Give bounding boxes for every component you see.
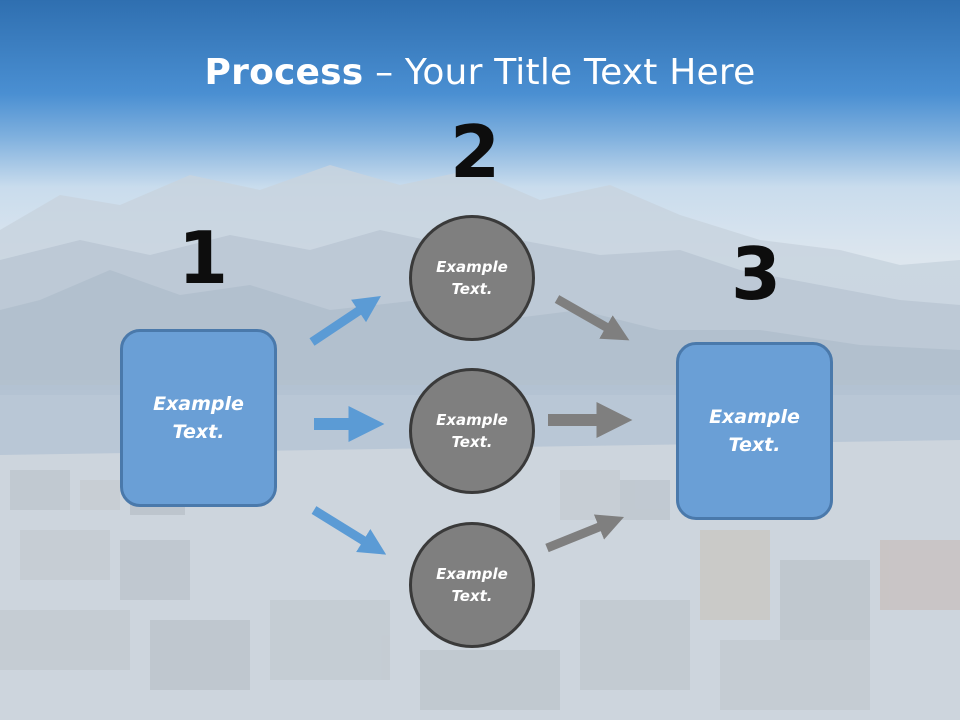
slide-title: Process – Your Title Text Here (0, 52, 960, 93)
circle-middle-text: Example Text. (436, 410, 508, 452)
arrow-from-circle-bottom (545, 514, 625, 553)
title-rest: – Your Title Text Here (363, 52, 756, 93)
arrow-to-circle-top (309, 296, 381, 346)
circle-bottom: Example Text. (409, 522, 535, 648)
step-number-3: 3 (731, 232, 782, 316)
arrow-from-circle-top (554, 295, 630, 341)
arrow-to-circle-bottom (311, 506, 387, 555)
circle-top: Example Text. (409, 215, 535, 341)
circle-bottom-text: Example Text. (436, 564, 508, 606)
step-1-text: Example Text. (153, 392, 244, 444)
circle-top-text: Example Text. (436, 257, 508, 299)
step-number-1: 1 (178, 216, 229, 300)
title-bold: Process (204, 52, 364, 93)
step-3-box: Example Text. (676, 342, 833, 520)
circle-middle: Example Text. (409, 368, 535, 494)
step-1-box: Example Text. (120, 329, 277, 507)
step-number-2: 2 (450, 110, 501, 194)
step-3-text: Example Text. (709, 405, 800, 457)
